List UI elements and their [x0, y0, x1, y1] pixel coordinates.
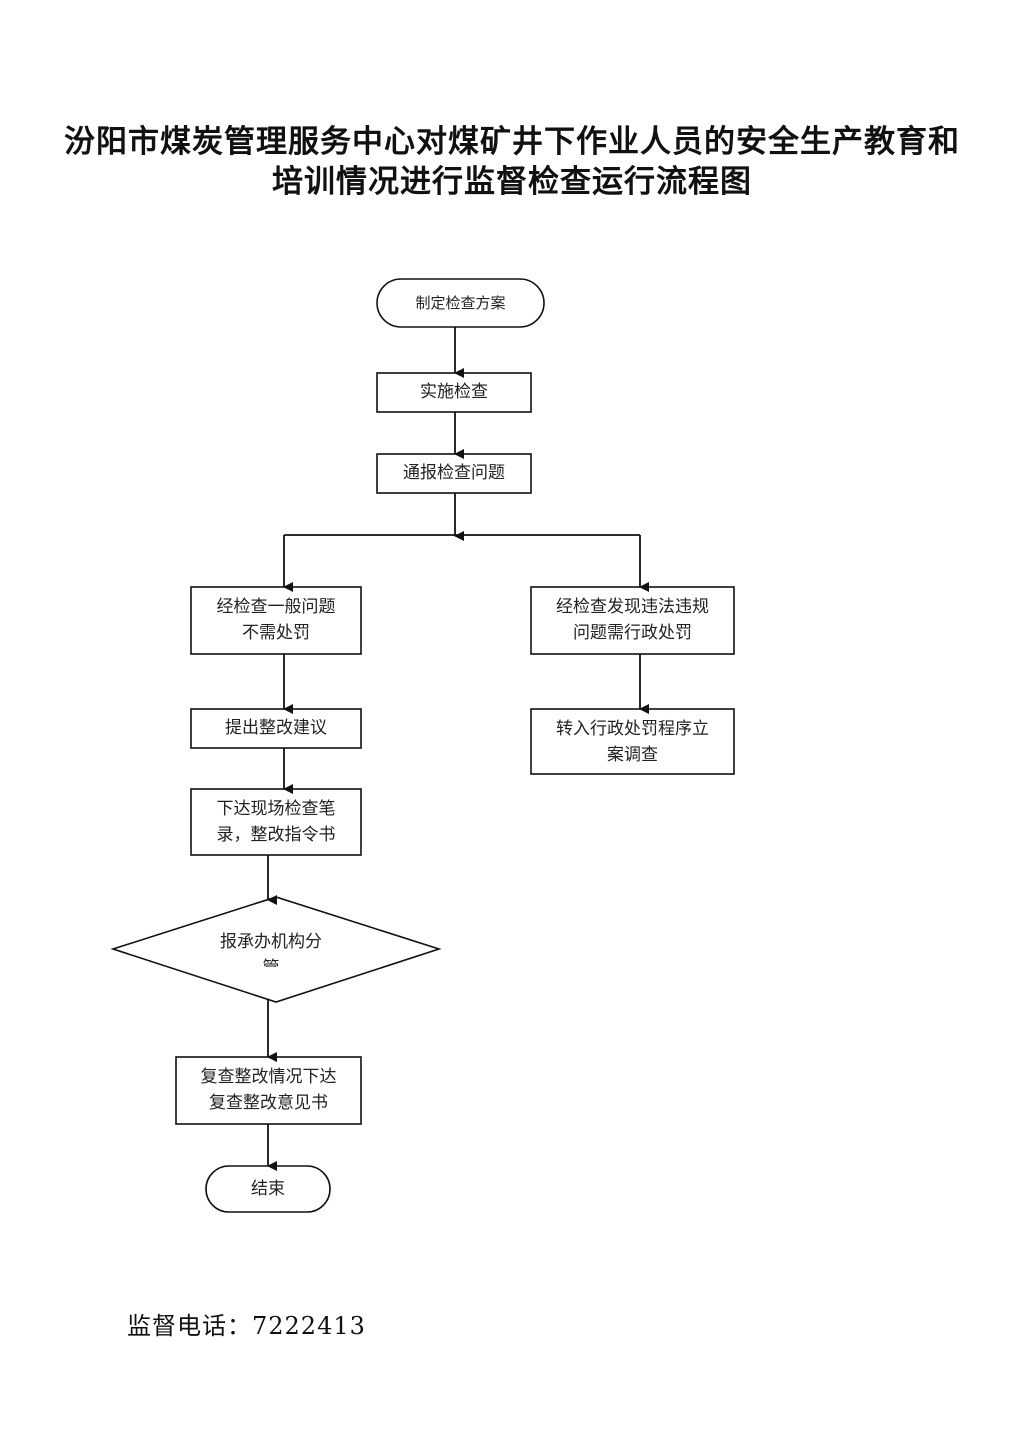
left-branch-line-2: 不需处罚 [242, 623, 310, 643]
end-label: 结束 [251, 1179, 285, 1199]
page-title-line-2: 培训情况进行监督检查运行流程图 [272, 164, 752, 200]
right-branch-line-2: 问题需行政处罚 [573, 623, 692, 643]
transfer-box [530, 708, 735, 775]
supervision-phone: 监督电话：7222413 [127, 1312, 366, 1340]
decision-line-1: 报承办机构分 [220, 932, 322, 952]
right-branch-box [530, 586, 735, 655]
issue-line-1: 下达现场检查笔 [216, 799, 336, 819]
suggest-label: 提出整改建议 [225, 718, 327, 738]
issue-label: 下达现场检查笔 录，整改指令书 [191, 796, 361, 848]
suggest-box [190, 708, 362, 749]
left-branch-label: 经检查一般问题 不需处罚 [191, 594, 361, 646]
decision-line-2: 管 [196, 955, 346, 967]
transfer-line-2: 案调查 [607, 745, 658, 765]
issue-box [190, 788, 362, 856]
right-branch-label: 经检查发现违法违规 问题需行政处罚 [531, 594, 734, 646]
report-label: 通报检查问题 [403, 463, 505, 483]
report-box [376, 453, 532, 494]
recheck-line-2: 复查整改意见书 [209, 1093, 328, 1113]
issue-line-2: 录，整改指令书 [216, 825, 336, 845]
left-branch-box [190, 586, 362, 655]
left-branch-line-1: 经检查一般问题 [216, 597, 336, 617]
transfer-line-1: 转入行政处罚程序立 [556, 719, 709, 739]
recheck-box [175, 1056, 362, 1125]
recheck-line-1: 复查整改情况下达 [200, 1067, 337, 1087]
decision-label: 报承办机构分 管 [196, 929, 346, 967]
start-label: 制定检查方案 [415, 294, 506, 312]
page-title-line-1: 汾阳市煤炭管理服务中心对煤矿井下作业人员的安全生产教育和 [64, 124, 960, 160]
recheck-label: 复查整改情况下达 复查整改意见书 [176, 1064, 361, 1116]
implement-label: 实施检查 [420, 382, 488, 402]
decision-diamond [110, 896, 442, 1003]
right-branch-line-1: 经检查发现违法违规 [556, 597, 709, 617]
transfer-label: 转入行政处罚程序立 案调查 [531, 716, 734, 768]
start-terminal [376, 278, 545, 328]
